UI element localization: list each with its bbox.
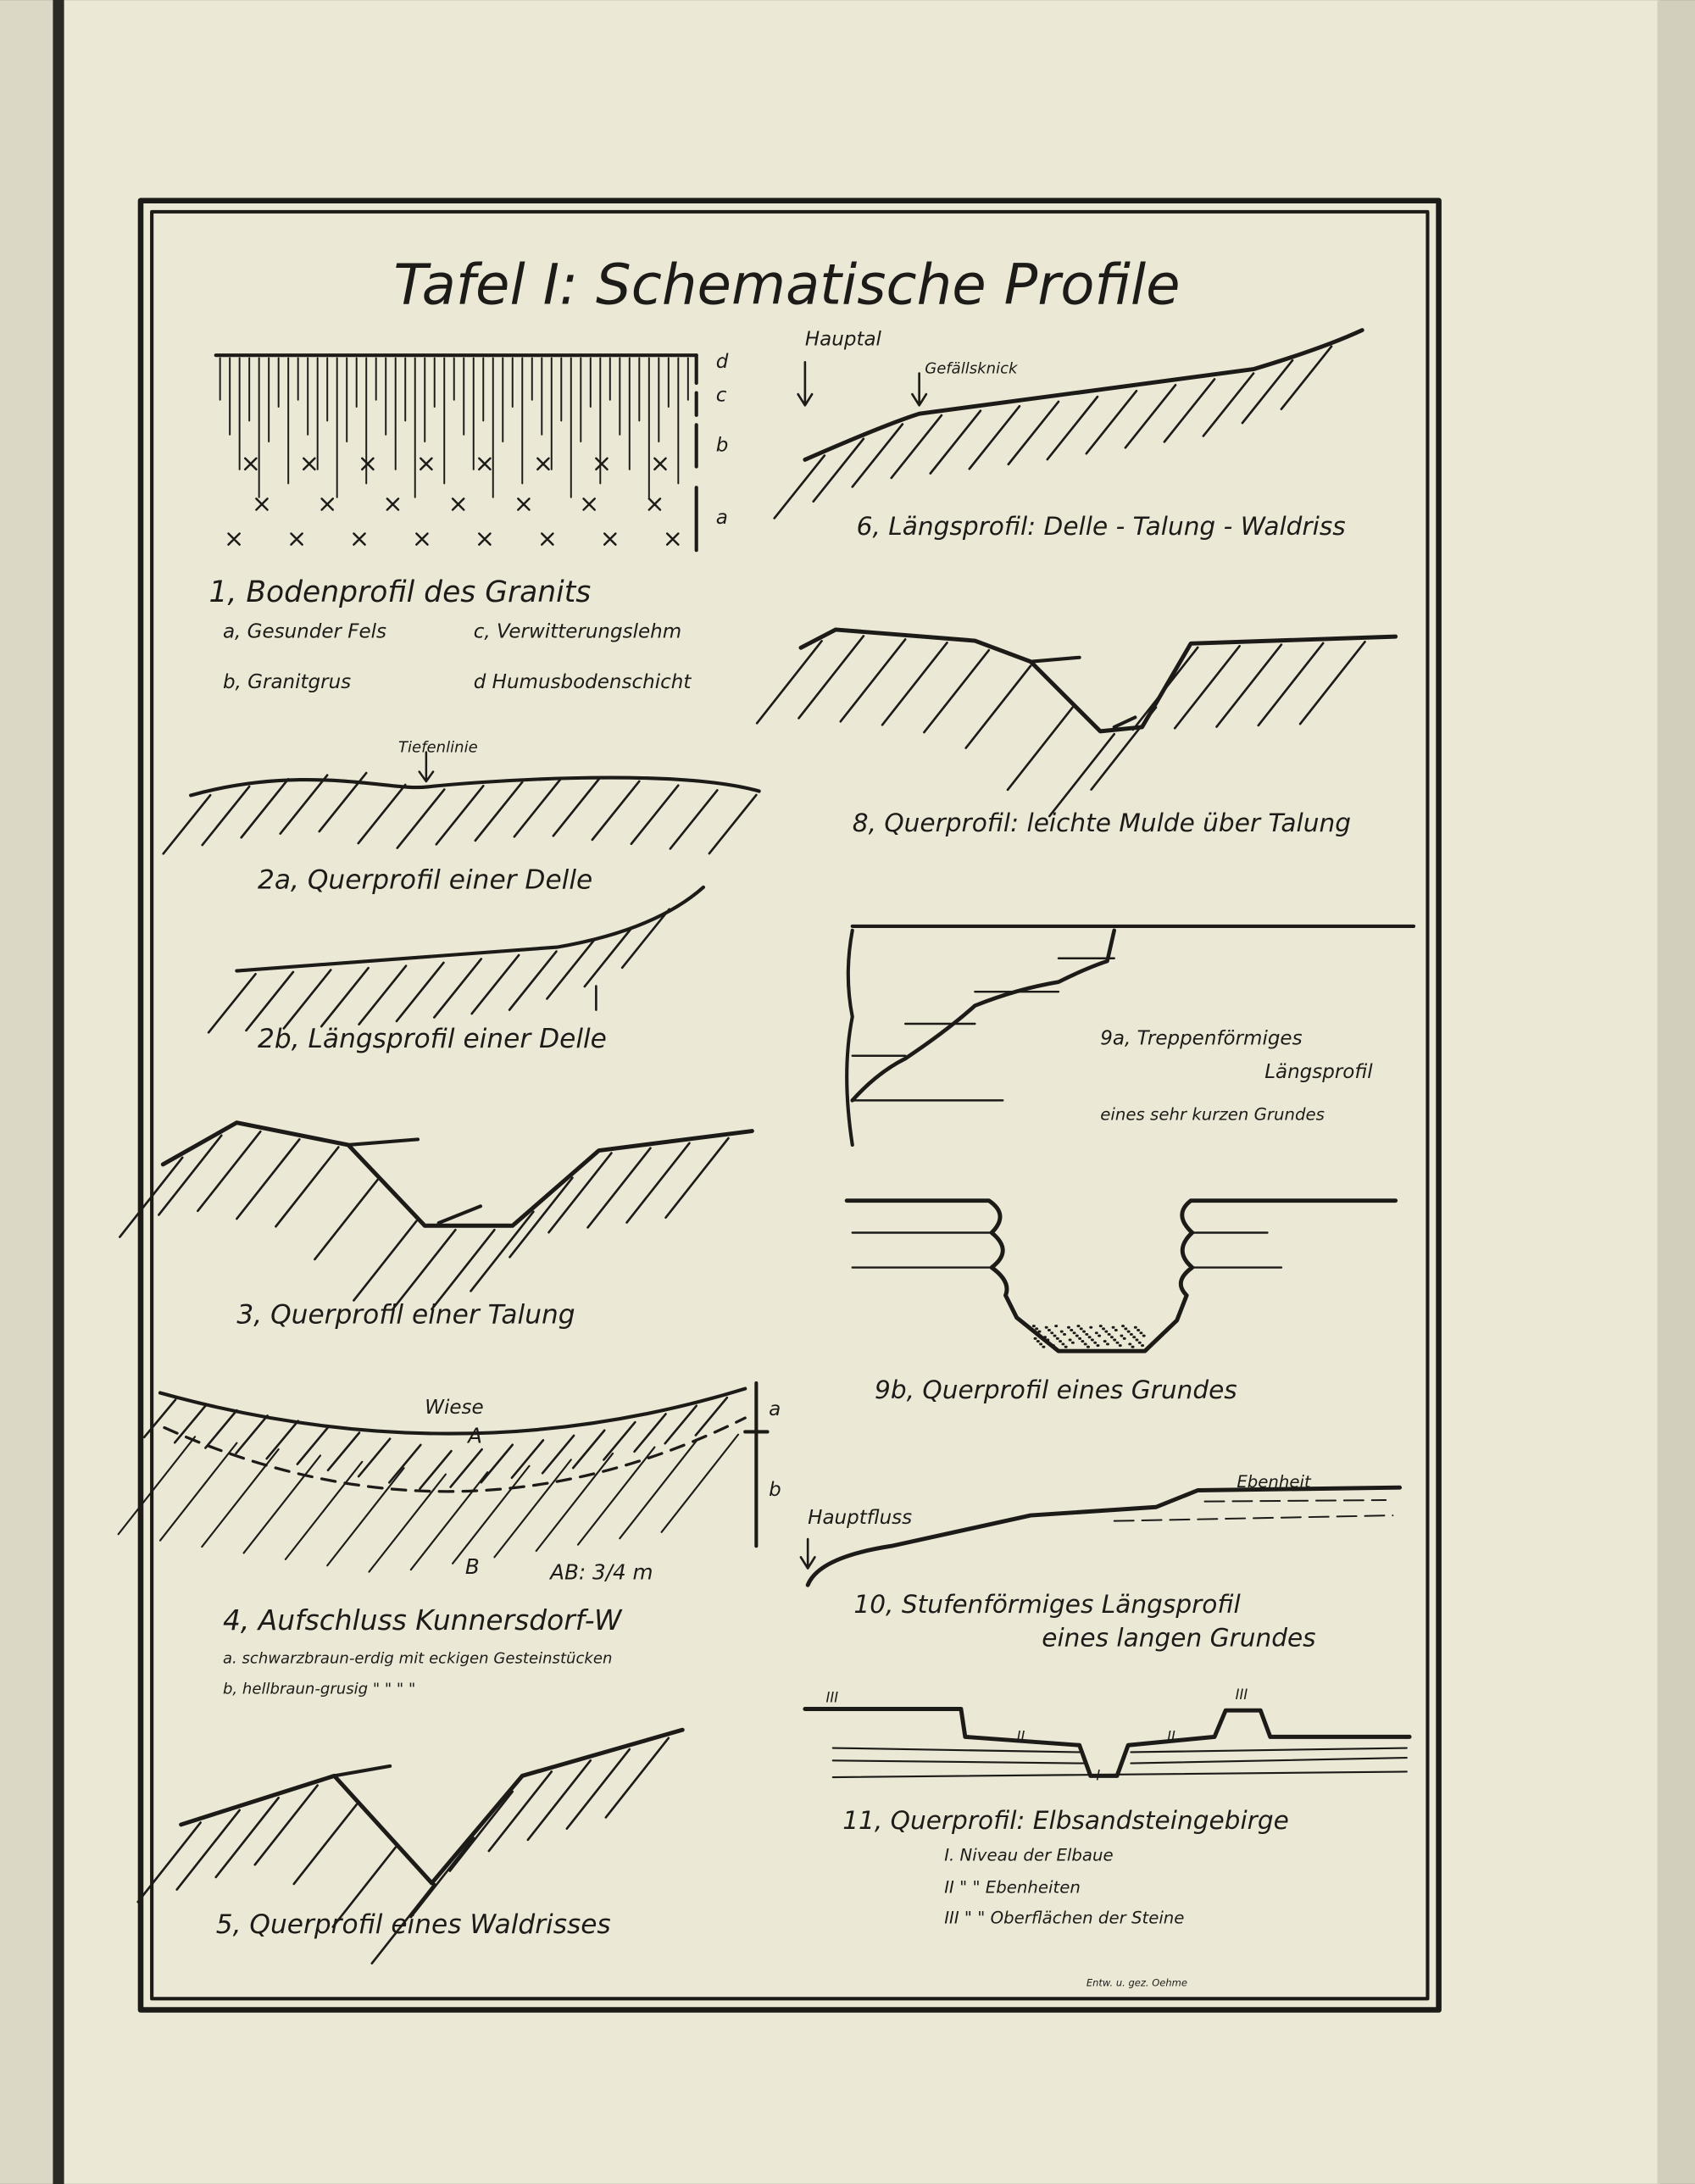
fig11-level-II-right: II: [1167, 1728, 1175, 1744]
fig10-level-lines: [1113, 1499, 1394, 1522]
figure-1: d c b a 1, Bodenprofil des Granits a, Ge…: [209, 351, 729, 693]
fig1-rock-crosses: [227, 457, 680, 546]
fig5-hatching: [136, 1737, 670, 1964]
left-page-edge: [0, 0, 53, 2184]
fig4-lower-hatching: [117, 1433, 740, 1573]
fig9b-alluvium-stipple: [1031, 1325, 1146, 1348]
fig4-wiese-label: Wiese: [425, 1397, 483, 1419]
fig4-caption: 4, Aufschluss Kunnersdorf-W: [223, 1603, 623, 1637]
fig10-ebenheit-label: Ebenheit: [1237, 1472, 1312, 1492]
fig11-strata: [831, 1747, 1408, 1779]
right-margin: [1657, 0, 1695, 2184]
fig2a-arrow-icon: [418, 751, 435, 783]
fig2b-hatching: [207, 908, 670, 1034]
fig2b-profile: [235, 885, 705, 973]
fig9a-left-edge: [845, 928, 854, 1148]
fig11-legend-3: III " " Oberflächen der Steine: [944, 1909, 1184, 1928]
fig4-layer-bar: [743, 1381, 770, 1548]
fig2a-hatching: [162, 771, 758, 855]
fig2b-caption: 2b, Längsprofil einer Delle: [258, 1024, 607, 1054]
fig4-legend-a: a. schwarzbraun-erdig mit eckigen Gestei…: [223, 1649, 613, 1667]
figure-11: III II I II III 11, Querprofil: Elbsands…: [826, 1687, 1289, 1928]
fig4-surface: [158, 1387, 747, 1436]
fig8-branches: [1029, 655, 1137, 729]
fig11-level-II-left: II: [1017, 1728, 1025, 1744]
fig6-hatching: [773, 345, 1333, 520]
fig2a-tiefenlinie-label: Tiefenlinie: [398, 739, 478, 757]
fig3-profile: [160, 1120, 754, 1228]
fig9a-caption-3: eines sehr kurzen Grundes: [1100, 1104, 1325, 1124]
fig4-legend-b: b, hellbraun-grusig " " " ": [223, 1680, 415, 1698]
fig9a-step-lines: [851, 957, 1115, 1102]
layer-label-a: a: [716, 507, 728, 529]
fig4-point-b: B: [465, 1554, 480, 1579]
fig11-level-I: I: [1096, 1767, 1100, 1783]
fig9b-strata: [851, 1231, 1283, 1269]
fig6-hauptal-label: Hauptal: [805, 329, 882, 351]
fig9a-stepped-profile: [850, 928, 1117, 1103]
fig6-caption: 6, Längsprofil: Delle - Talung - Waldris…: [857, 512, 1346, 541]
fig1-legend-d: d Humusbodenschicht: [474, 671, 692, 693]
fig4-layer-b: b: [769, 1479, 781, 1501]
layer-label-b: b: [716, 435, 729, 457]
inner-frame: [150, 209, 1430, 2001]
fig11-level-III-right: III: [1236, 1687, 1248, 1703]
fig11-legend-2: II " " Ebenheiten: [944, 1877, 1081, 1897]
fig10-profile: [805, 1485, 1403, 1587]
fig11-level-III-left: III: [826, 1689, 839, 1705]
fig4-point-a: A: [466, 1424, 482, 1448]
fig2a-caption: 2a, Querprofil einer Delle: [258, 865, 592, 896]
fig9a-caption-1: 9a, Treppenförmiges: [1100, 1028, 1302, 1050]
fig10-arrow-icon: [799, 1537, 816, 1570]
fig11-caption: 11, Querprofil: Elbsandsteingebirge: [842, 1806, 1289, 1835]
fig10-caption-1: 10, Stufenförmiges Längsprofil: [853, 1590, 1241, 1619]
fig9b-caption: 9b, Querprofil eines Grundes: [875, 1375, 1237, 1404]
outer-frame: [137, 197, 1442, 2013]
fig6-profile: [803, 328, 1364, 462]
profile-drawings: [117, 328, 1416, 1964]
fig6-knick-label: Gefällsknick: [925, 360, 1019, 378]
fig1-soil-ticks: [219, 357, 689, 498]
fig8-profile: [798, 627, 1398, 734]
fig1-caption: 1, Bodenprofil des Granits: [209, 575, 592, 609]
fig3-branches: [346, 1137, 483, 1225]
fig3-hatching: [119, 1130, 730, 1311]
fig1-legend-c: c, Verwitterungslehm: [474, 621, 681, 643]
fig2a-profile: [189, 775, 761, 797]
fig11-profile: [803, 1707, 1412, 1778]
fig5-profile: [179, 1727, 685, 1886]
fig4-layer-a: a: [769, 1398, 781, 1420]
fig8-caption: 8, Querprofil: leichte Mulde über Talung: [853, 809, 1351, 837]
plate-title: Tafel I: Schematische Profile: [393, 252, 1180, 317]
fig4-upper-hatching: [142, 1396, 729, 1490]
fig4-scale: AB: 3/4 m: [548, 1560, 653, 1585]
fig3-caption: 3, Querprofil einer Talung: [236, 1299, 575, 1330]
fig10-hauptfluss-label: Hauptfluss: [808, 1507, 912, 1529]
fig11-legend-1: I. Niveau der Elbaue: [944, 1846, 1113, 1865]
layer-label-d: d: [716, 351, 729, 373]
figure-4: Wiese A B AB: 3/4 m a b 4, Aufschluss Ku…: [223, 1397, 781, 1698]
signature: Entw. u. gez. Oehme: [1086, 1977, 1187, 1989]
fig9a-caption-2: Längsprofil: [1264, 1061, 1373, 1083]
fig10-caption-2: eines langen Grundes: [1042, 1624, 1315, 1653]
fig8-hatching: [755, 635, 1366, 818]
fig5-caption: 5, Querprofil eines Waldrisses: [216, 1909, 611, 1940]
layer-label-c: c: [716, 384, 727, 406]
fig1-legend-b: b, Granitgrus: [223, 671, 351, 693]
fig6-arrow-icons: [797, 361, 928, 407]
fig1-legend-a: a, Gesunder Fels: [223, 621, 386, 643]
fig5-branch: [332, 1764, 392, 1778]
